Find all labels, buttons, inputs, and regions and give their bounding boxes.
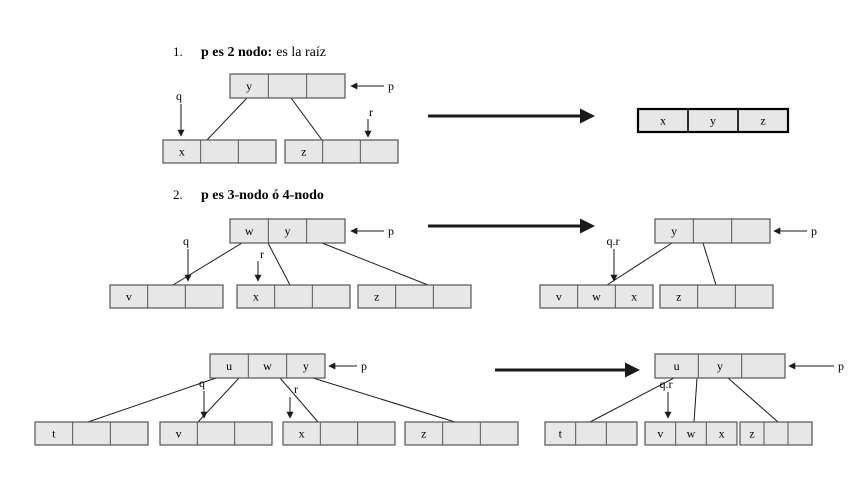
tree-edge	[312, 377, 456, 423]
tree-edge	[206, 97, 248, 141]
node-key-x: x	[299, 427, 305, 441]
pointer-label-p: p	[838, 359, 844, 373]
node-key-y: y	[717, 359, 723, 373]
node-key-w: w	[687, 427, 696, 441]
pointer-label-p: p	[361, 359, 367, 373]
node-key-z: z	[421, 427, 426, 441]
tree-node-case1-parent	[229, 73, 346, 99]
case-1-title-bold: p es 2 nodo:	[201, 45, 273, 60]
case-1-title-regular: es la raíz	[276, 45, 326, 60]
pointer-labels-layer: q r p q r p q.r p q r p q.r p	[176, 79, 844, 396]
case-1-number: 1.	[173, 44, 183, 59]
tree-edge	[172, 242, 243, 286]
node-key-w: w	[592, 290, 601, 304]
tree-edge	[321, 242, 429, 286]
tree-node-case3-child-x	[282, 421, 396, 446]
tree-edge	[267, 242, 291, 286]
case-1-heading: 1. p es 2 nodo:es la raíz	[173, 44, 326, 61]
tree-node-case3r-parent	[654, 353, 786, 379]
node-key-z: z	[760, 114, 765, 128]
node-key-t: t	[559, 427, 563, 441]
tree-node-case2-child-x	[236, 284, 351, 309]
node-key-z: z	[676, 290, 681, 304]
case-2-title-bold: p es 3-nodo ó 4-nodo	[201, 188, 324, 203]
tree-node-case2-child-z	[357, 284, 472, 309]
tree-node-case1-result	[636, 107, 790, 134]
tree-edges-layer	[87, 97, 779, 423]
tree-node-case3r-child-vwx	[644, 421, 738, 446]
tree-node-case2r-child-vwx	[539, 284, 654, 309]
tree-node-case3-child-t	[34, 421, 149, 446]
node-key-z: z	[374, 290, 379, 304]
tree-edge	[702, 242, 717, 286]
pointer-label-p: p	[811, 224, 817, 238]
tree-edge	[589, 377, 675, 423]
node-key-x: x	[719, 427, 725, 441]
node-key-z: z	[749, 427, 754, 441]
node-key-z: z	[301, 145, 306, 159]
pointer-label-r: r	[260, 247, 264, 261]
node-key-y: y	[246, 79, 252, 93]
node-key-x: x	[660, 114, 666, 128]
node-key-y: y	[285, 224, 291, 238]
tree-node-case2r-parent	[654, 218, 771, 244]
node-key-x: x	[631, 290, 637, 304]
tree-node-case2-child-v	[109, 284, 224, 309]
node-key-u: u	[226, 359, 232, 373]
tree-node-case3r-child-t	[544, 421, 638, 446]
node-key-y: y	[303, 359, 309, 373]
tree-edge	[693, 377, 698, 423]
tree-node-case1-child-x	[162, 139, 277, 164]
pointer-label-p: p	[388, 224, 394, 238]
pointer-arrows-layer	[177, 82, 834, 419]
pointer-label-q: q	[199, 376, 205, 390]
pointer-label-q: q	[176, 89, 182, 103]
case-2-heading: 2. p es 3-nodo ó 4-nodo	[173, 187, 328, 204]
pointer-label-q: q	[183, 234, 189, 248]
node-key-v: v	[556, 290, 562, 304]
tree-nodes-layer: y x z x y z w y v x z y v w x z u w y t v x z u y t v w x z	[34, 73, 813, 446]
case-2-number: 2.	[173, 187, 183, 202]
node-key-v: v	[657, 427, 663, 441]
node-key-v: v	[126, 290, 132, 304]
node-key-y: y	[710, 114, 716, 128]
tree-node-case3-parent	[209, 353, 326, 379]
pointer-label-qr: q.r	[660, 377, 673, 391]
tree-edge	[87, 377, 217, 423]
node-key-u: u	[674, 359, 680, 373]
node-key-w: w	[245, 224, 254, 238]
pointer-label-r: r	[369, 105, 373, 119]
tree-edge	[606, 242, 673, 286]
node-key-w: w	[263, 359, 272, 373]
pointer-label-qr: q.r	[607, 234, 620, 248]
tree-node-case1-child-z	[284, 139, 399, 164]
tree-node-case3-child-z	[404, 421, 519, 446]
node-key-x: x	[179, 145, 185, 159]
node-key-t: t	[52, 427, 56, 441]
tree-node-case2r-child-z	[659, 284, 774, 309]
pointer-label-r: r	[294, 382, 298, 396]
tree-node-case2-parent	[229, 218, 346, 244]
tree-edge	[727, 377, 779, 423]
tree-node-case3-child-v	[159, 421, 273, 446]
tree-edge	[279, 377, 319, 423]
pointer-label-p: p	[388, 79, 394, 93]
tree-node-case3r-child-z	[739, 421, 813, 446]
node-key-y: y	[671, 224, 677, 238]
node-key-v: v	[176, 427, 182, 441]
node-key-x: x	[253, 290, 259, 304]
tree-edge	[290, 97, 323, 141]
